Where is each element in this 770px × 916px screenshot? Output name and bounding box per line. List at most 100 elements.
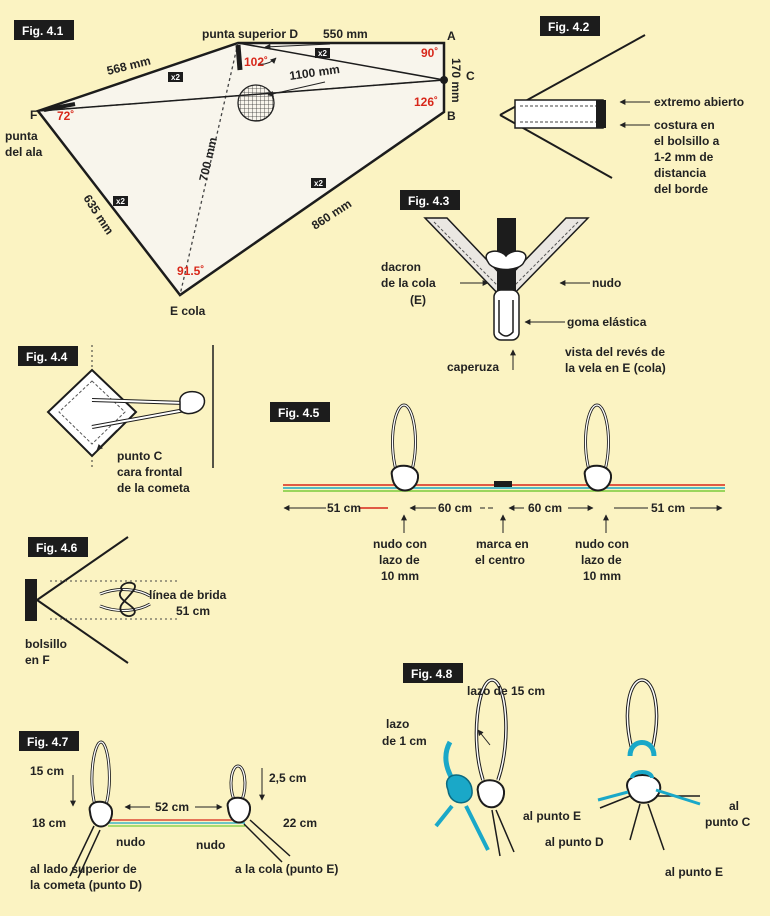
label-pocket-1: bolsillo bbox=[25, 637, 67, 651]
x2-badge-right: x2 bbox=[311, 178, 326, 188]
label-dacron-3: (E) bbox=[410, 293, 426, 307]
fig-4-1-tag-text: Fig. 4.1 bbox=[22, 24, 64, 38]
label-seam-5: del borde bbox=[654, 182, 708, 196]
fig-4-4-tag bbox=[18, 346, 78, 366]
label-bridle-len: 51 cm bbox=[176, 604, 210, 618]
angle-90: 90˚ bbox=[421, 46, 438, 60]
knot-right bbox=[626, 774, 662, 804]
label-back-1: vista del revés de bbox=[565, 345, 665, 359]
label-seam-3: 1-2 mm de bbox=[654, 150, 714, 164]
label-seam-2: el bolsillo a bbox=[654, 134, 720, 148]
angle-72: 72˚ bbox=[57, 109, 74, 123]
label-1100: 1100 mm bbox=[288, 62, 340, 83]
fig-4-8: Fig. 4.8 lazo de 15 cm lazo de 1 cm al p… bbox=[382, 663, 751, 879]
label-51-left: 51 cm bbox=[327, 501, 361, 515]
label-knot-right-3: 10 mm bbox=[583, 569, 621, 583]
fig-4-6-tag bbox=[28, 537, 88, 557]
label-seam-4: distancia bbox=[654, 166, 706, 180]
label-top-d: punta superior D bbox=[202, 27, 298, 41]
label-60-right: 60 cm bbox=[528, 501, 562, 515]
angle-126: 126˚ bbox=[414, 95, 438, 109]
fig-4-1-tag bbox=[14, 20, 74, 40]
label-loop1-1: lazo bbox=[386, 717, 409, 731]
label-c-3: de la cometa bbox=[117, 481, 190, 495]
label-knot-right-1: nudo con bbox=[575, 537, 629, 551]
label-mark-1: marca en bbox=[476, 537, 529, 551]
fig-4-2-tag bbox=[540, 16, 600, 36]
label-knot: nudo bbox=[592, 276, 621, 290]
label-c: C bbox=[466, 69, 475, 83]
fig-4-6-tag-text: Fig. 4.6 bbox=[36, 541, 78, 555]
bridle-knot-f bbox=[118, 581, 136, 617]
label-a: A bbox=[447, 29, 456, 43]
fig-4-4: Fig. 4.4 punto C cara frontal de la come… bbox=[18, 345, 214, 495]
label-tail: E cola bbox=[170, 304, 206, 318]
label-dacron-1: dacron bbox=[381, 260, 421, 274]
label-knot-left: nudo bbox=[116, 835, 145, 849]
angle-102: 102˚ bbox=[244, 55, 268, 69]
tail-knot bbox=[485, 250, 527, 271]
label-point-d: al punto D bbox=[545, 835, 604, 849]
end-cap bbox=[493, 289, 520, 341]
svg-text:x2: x2 bbox=[171, 73, 180, 82]
angle-arc-d bbox=[257, 57, 277, 65]
fig-4-8-tag-text: Fig. 4.8 bbox=[411, 667, 453, 681]
label-point-e-2: al punto E bbox=[665, 865, 723, 879]
label-wing-1: punta bbox=[5, 129, 38, 143]
pocket-f bbox=[25, 579, 37, 621]
label-seam-1: costura en bbox=[654, 118, 715, 132]
kite-sail bbox=[35, 41, 446, 297]
label-knot-left-3: 10 mm bbox=[381, 569, 419, 583]
fig-4-7-tag bbox=[19, 731, 79, 751]
fig-4-4-tag-text: Fig. 4.4 bbox=[26, 350, 68, 364]
label-f: F bbox=[30, 108, 37, 122]
angle-91: 91.5˚ bbox=[177, 264, 204, 278]
label-top-1: al lado superior de bbox=[30, 862, 137, 876]
spar-pocket bbox=[514, 99, 604, 129]
fig-4-7: Fig. 4.7 15 cm 18 cm 52 cm 2,5 cm 22 cm … bbox=[19, 731, 338, 892]
label-point-e-1: al punto E bbox=[523, 809, 581, 823]
fig-4-2-tag-text: Fig. 4.2 bbox=[548, 20, 590, 34]
svg-text:x2: x2 bbox=[314, 179, 323, 188]
label-c-1: punto C bbox=[117, 449, 163, 463]
label-pocket-2: en F bbox=[25, 653, 50, 667]
label-top-2: la cometa (punto D) bbox=[30, 878, 142, 892]
label-elastic: goma elástica bbox=[567, 315, 647, 329]
label-15cm: 15 cm bbox=[30, 764, 64, 778]
fig-4-3-tag bbox=[400, 190, 460, 210]
label-22cm: 22 cm bbox=[283, 816, 317, 830]
spine-dashed bbox=[179, 42, 239, 296]
label-18cm: 18 cm bbox=[32, 816, 66, 830]
label-cap: caperuza bbox=[447, 360, 499, 374]
label-2-5cm: 2,5 cm bbox=[269, 771, 306, 785]
bridle-knot-c bbox=[179, 390, 206, 415]
mesh-window bbox=[237, 84, 275, 122]
label-52cm: 52 cm bbox=[155, 800, 189, 814]
center-mark bbox=[494, 481, 512, 487]
fig-4-5: Fig. 4.5 51 cm 60 cm 60 cm 51 cm nudo co… bbox=[270, 402, 725, 583]
label-knot-left-2: lazo de bbox=[379, 553, 420, 567]
fig-4-2: Fig. 4.2 extremo abierto costura en el b… bbox=[499, 16, 744, 196]
point-c-dot bbox=[440, 76, 448, 84]
wing-reinforcement bbox=[43, 102, 76, 112]
svg-text:x2: x2 bbox=[318, 49, 327, 58]
label-point-c-2: punto C bbox=[705, 815, 751, 829]
fig-4-7-tag-text: Fig. 4.7 bbox=[27, 735, 69, 749]
arrow-1100 bbox=[267, 81, 326, 97]
x2-badge-lower-left: x2 bbox=[113, 196, 128, 206]
label-b: B bbox=[447, 109, 456, 123]
label-open-end: extremo abierto bbox=[654, 95, 744, 109]
label-back-2: la vela en E (cola) bbox=[565, 361, 666, 375]
label-51-right: 51 cm bbox=[651, 501, 685, 515]
fig-4-5-tag bbox=[270, 402, 330, 422]
top-reinforcement bbox=[235, 44, 243, 71]
fig-4-3-tag-text: Fig. 4.3 bbox=[408, 194, 450, 208]
label-loop-15cm: lazo de 15 cm bbox=[467, 684, 545, 698]
label-knot-right: nudo bbox=[196, 838, 225, 852]
elastic-band bbox=[498, 300, 514, 337]
label-bridle-line: línea de brida bbox=[149, 588, 227, 602]
label-wing-2: del ala bbox=[5, 145, 43, 159]
label-mark-2: el centro bbox=[475, 553, 525, 567]
leading-spar bbox=[237, 42, 445, 81]
arrow-top bbox=[264, 43, 331, 50]
